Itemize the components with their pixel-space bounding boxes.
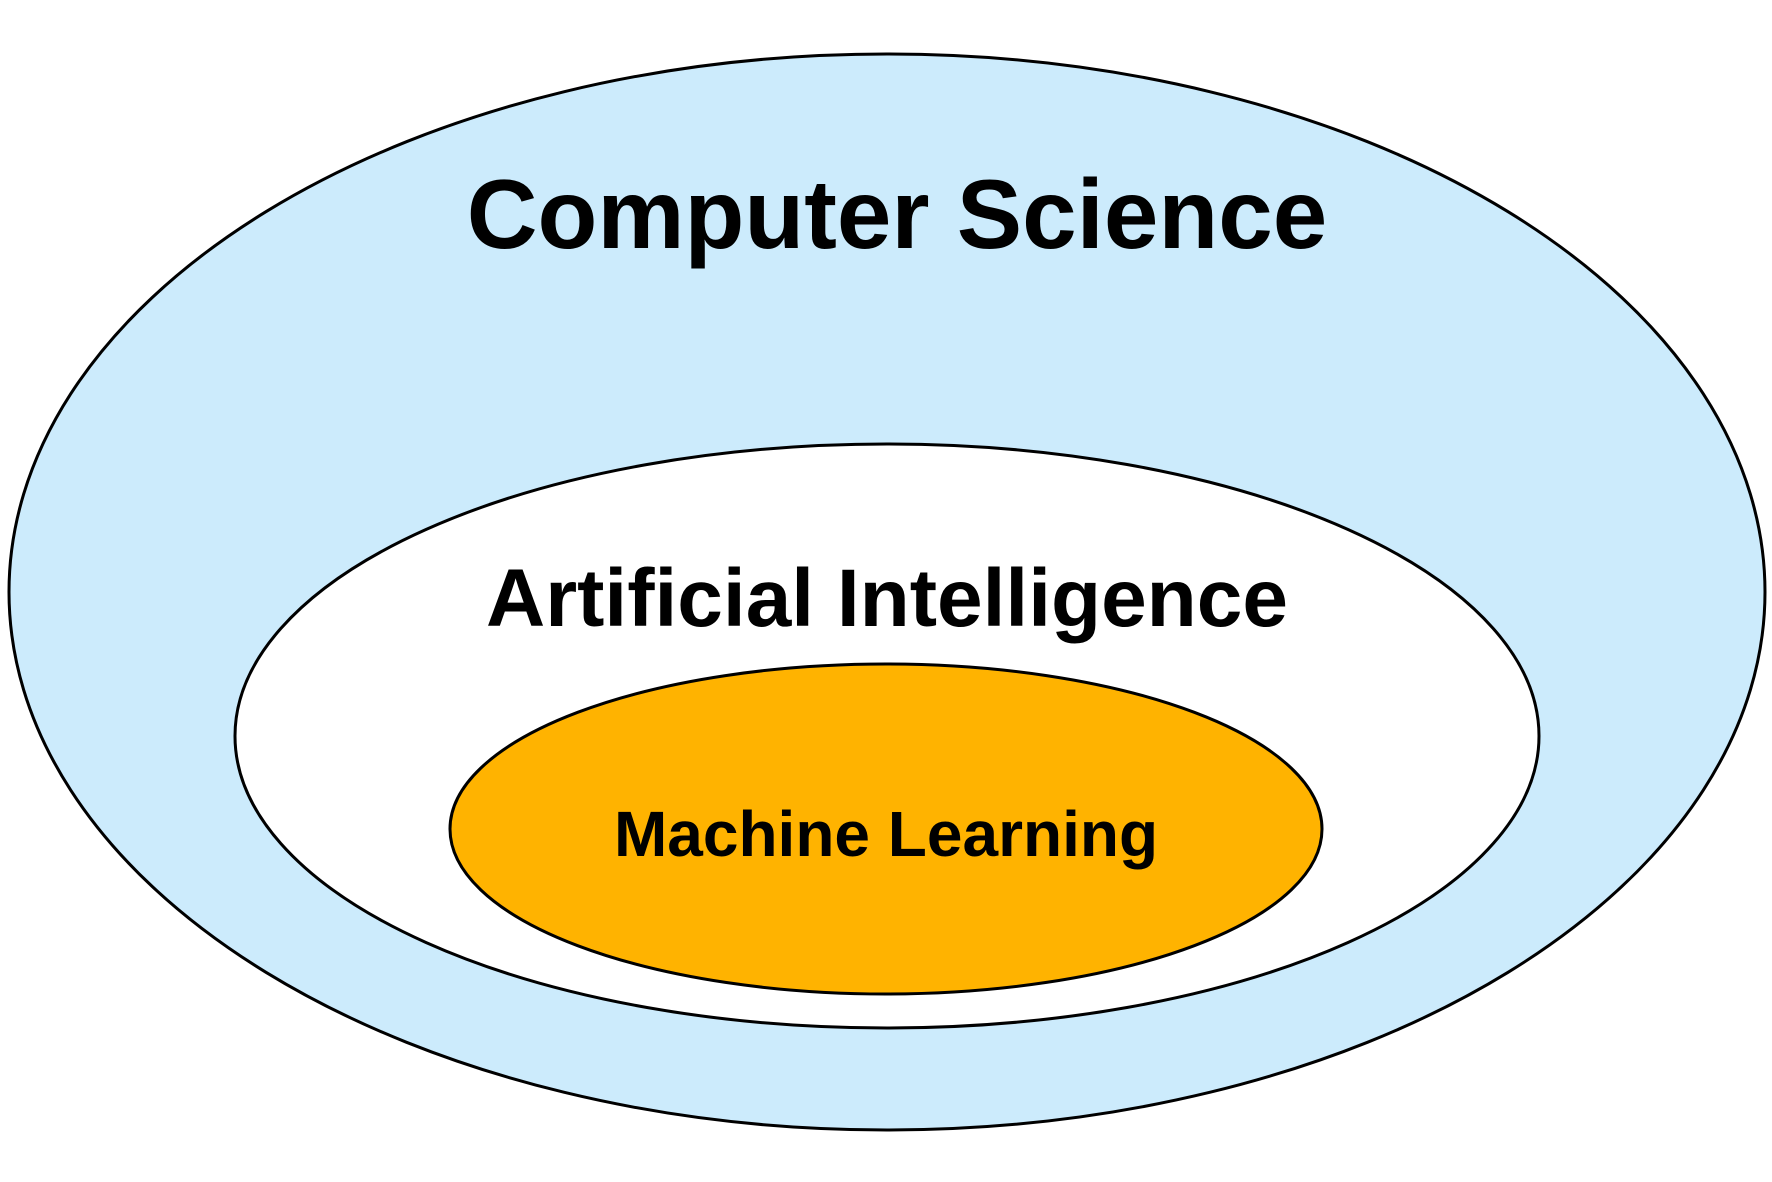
artificial-intelligence-label: Artificial Intelligence (486, 553, 1288, 644)
machine-learning-ellipse (448, 662, 1324, 996)
computer-science-label: Computer Science (467, 159, 1327, 269)
machine-learning-label: Machine Learning (614, 798, 1158, 870)
